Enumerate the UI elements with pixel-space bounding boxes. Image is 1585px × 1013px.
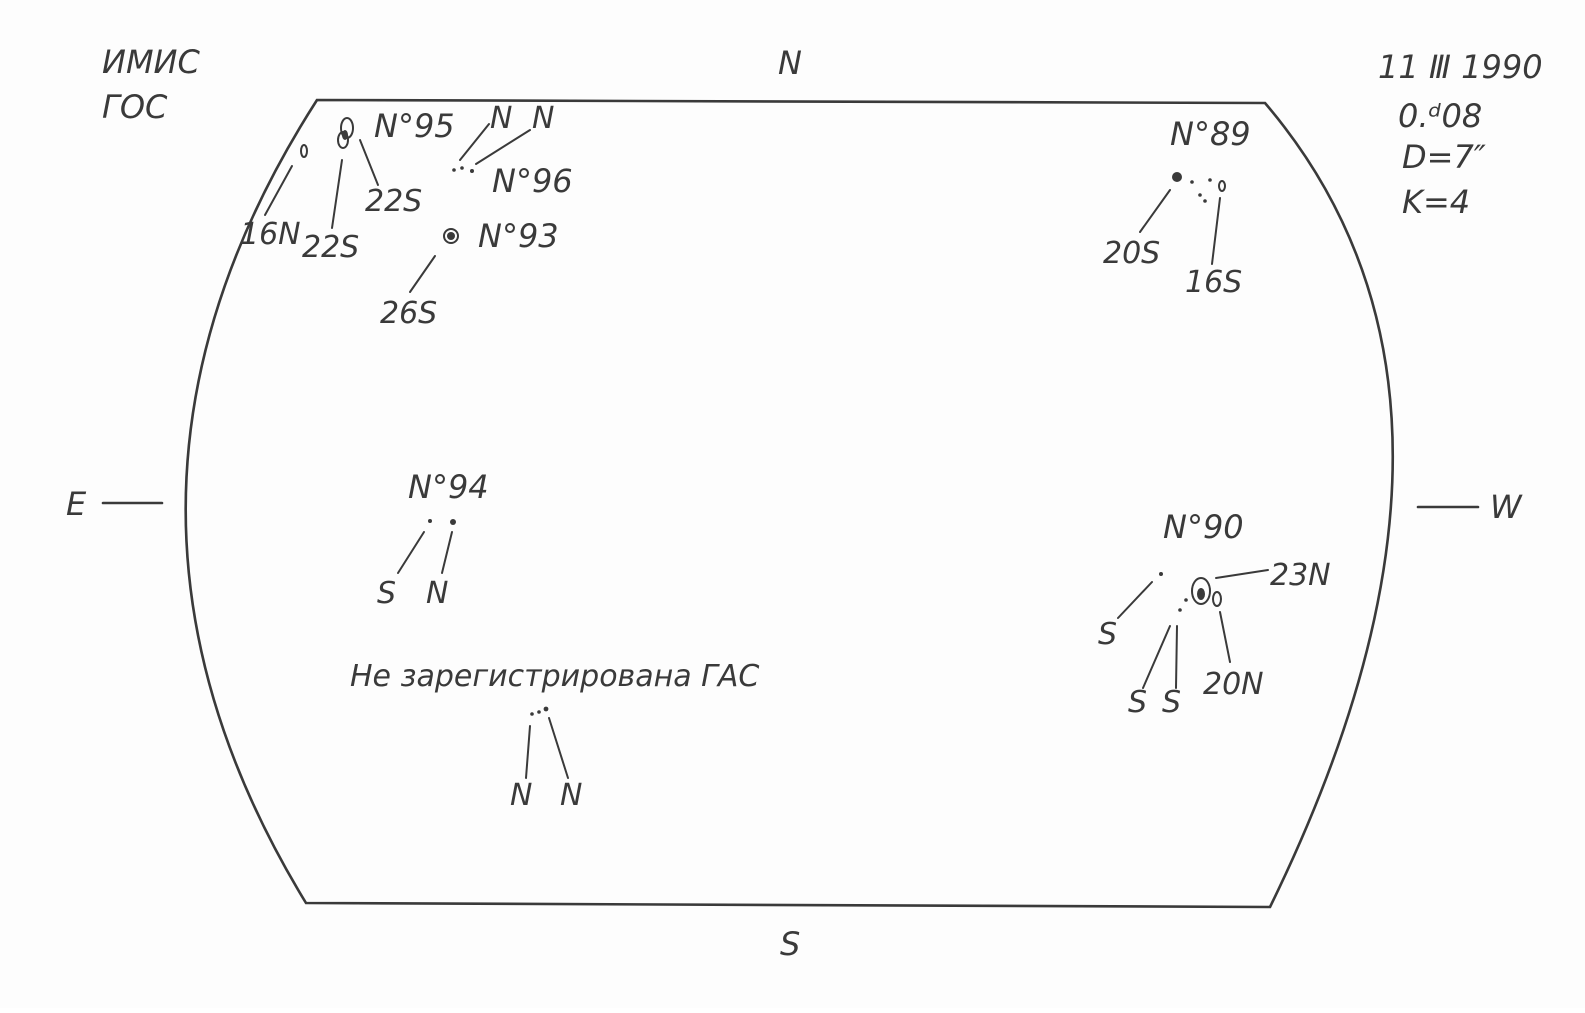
polarity-label: 20N bbox=[1203, 667, 1264, 702]
sunspot bbox=[1172, 172, 1182, 182]
pointer-line bbox=[359, 139, 379, 186]
sunspot bbox=[300, 144, 308, 158]
pointer-line bbox=[1215, 569, 1269, 579]
polarity-label: 23N bbox=[1270, 558, 1331, 593]
sunspot bbox=[543, 706, 549, 712]
compass-east: E bbox=[66, 485, 87, 523]
sunspot bbox=[1197, 588, 1205, 600]
compass-south: S bbox=[780, 925, 800, 963]
polarity-label: S bbox=[1128, 685, 1147, 720]
group-90-number: N°90 bbox=[1163, 508, 1244, 546]
group-95-number: N°95 bbox=[374, 107, 455, 145]
pointer-line bbox=[525, 725, 531, 779]
polarity-label: 22S bbox=[302, 230, 359, 265]
pointer-line bbox=[1139, 189, 1171, 233]
unregistered-note: Не зарегистрирована ГАС bbox=[350, 659, 759, 694]
pointer-line bbox=[548, 717, 569, 779]
sunspot bbox=[1218, 180, 1226, 192]
sunspot bbox=[1208, 178, 1212, 182]
polarity-label: 22S bbox=[365, 184, 422, 219]
pointer-line bbox=[264, 165, 293, 216]
pointer-line bbox=[1219, 611, 1231, 663]
sunspot bbox=[450, 519, 456, 525]
group-93: N°93 26S bbox=[380, 217, 559, 331]
polarity-label: N bbox=[532, 101, 554, 136]
group-94: N°94 S N bbox=[377, 468, 489, 611]
polarity-label: 16N bbox=[240, 217, 301, 252]
sunspot bbox=[428, 519, 432, 523]
pointer-line bbox=[459, 123, 490, 161]
pointer-line bbox=[409, 255, 436, 293]
group-93-number: N°93 bbox=[478, 217, 559, 255]
polarity-label: 20S bbox=[1103, 236, 1160, 271]
pointer-line bbox=[1211, 197, 1221, 265]
sunspot bbox=[1159, 572, 1163, 576]
sunspot bbox=[1178, 608, 1182, 612]
pointer-line bbox=[441, 531, 453, 574]
sunspot bbox=[447, 232, 455, 240]
sunspot bbox=[1203, 199, 1207, 203]
sunspot bbox=[1190, 180, 1194, 184]
pointer-line bbox=[475, 129, 531, 165]
group-96-number: N°96 bbox=[492, 162, 573, 200]
polarity-label: 26S bbox=[380, 296, 437, 331]
pointer-line bbox=[397, 531, 425, 574]
unregistered-group: Не зарегистрирована ГАС N N bbox=[350, 659, 759, 813]
sunspot bbox=[1191, 577, 1211, 605]
sunspot bbox=[342, 130, 348, 140]
pointer-line bbox=[1175, 625, 1178, 689]
polarity-label: N bbox=[510, 778, 532, 813]
k-value: K=4 bbox=[1402, 183, 1470, 221]
observation-date: 11 Ⅲ 1990 bbox=[1378, 48, 1543, 86]
disk-outline bbox=[184, 98, 1395, 909]
group-95: N°95 16N 22S 22S bbox=[240, 107, 455, 265]
sunspot bbox=[443, 228, 459, 244]
group-94-number: N°94 bbox=[408, 468, 489, 506]
telescope-diameter: D=7″ bbox=[1402, 138, 1486, 176]
sunspot bbox=[460, 166, 464, 170]
polarity-label: S bbox=[1098, 617, 1117, 652]
observatory-label: ИМИС bbox=[102, 43, 200, 81]
pointer-line bbox=[331, 159, 343, 229]
group-89: N°89 20S 16S bbox=[1103, 115, 1251, 300]
sunspot bbox=[452, 168, 456, 172]
polarity-label: N bbox=[426, 576, 448, 611]
polarity-label: S bbox=[377, 576, 396, 611]
sunspot bbox=[1198, 193, 1202, 197]
compass-west: W bbox=[1490, 488, 1523, 526]
sunspot bbox=[537, 710, 541, 714]
sunspot bbox=[530, 712, 534, 716]
group-90: N°90 23N S S S 20N bbox=[1098, 508, 1331, 720]
group-89-number: N°89 bbox=[1170, 115, 1251, 153]
polarity-label: N bbox=[560, 778, 582, 813]
group-96: N N N°96 bbox=[452, 101, 573, 200]
pointer-line bbox=[1142, 625, 1171, 689]
sunspot bbox=[470, 169, 474, 173]
compass-north: N bbox=[778, 44, 802, 82]
sunspot bbox=[1184, 598, 1188, 602]
instrument-label: ГОС bbox=[102, 88, 168, 126]
polarity-label: N bbox=[490, 101, 512, 136]
polarity-label: 16S bbox=[1185, 265, 1242, 300]
polarity-label: S bbox=[1162, 685, 1181, 720]
observation-time: 0.ᵈ08 bbox=[1398, 97, 1482, 135]
pointer-line bbox=[1117, 581, 1153, 619]
sunspot bbox=[1212, 591, 1222, 607]
